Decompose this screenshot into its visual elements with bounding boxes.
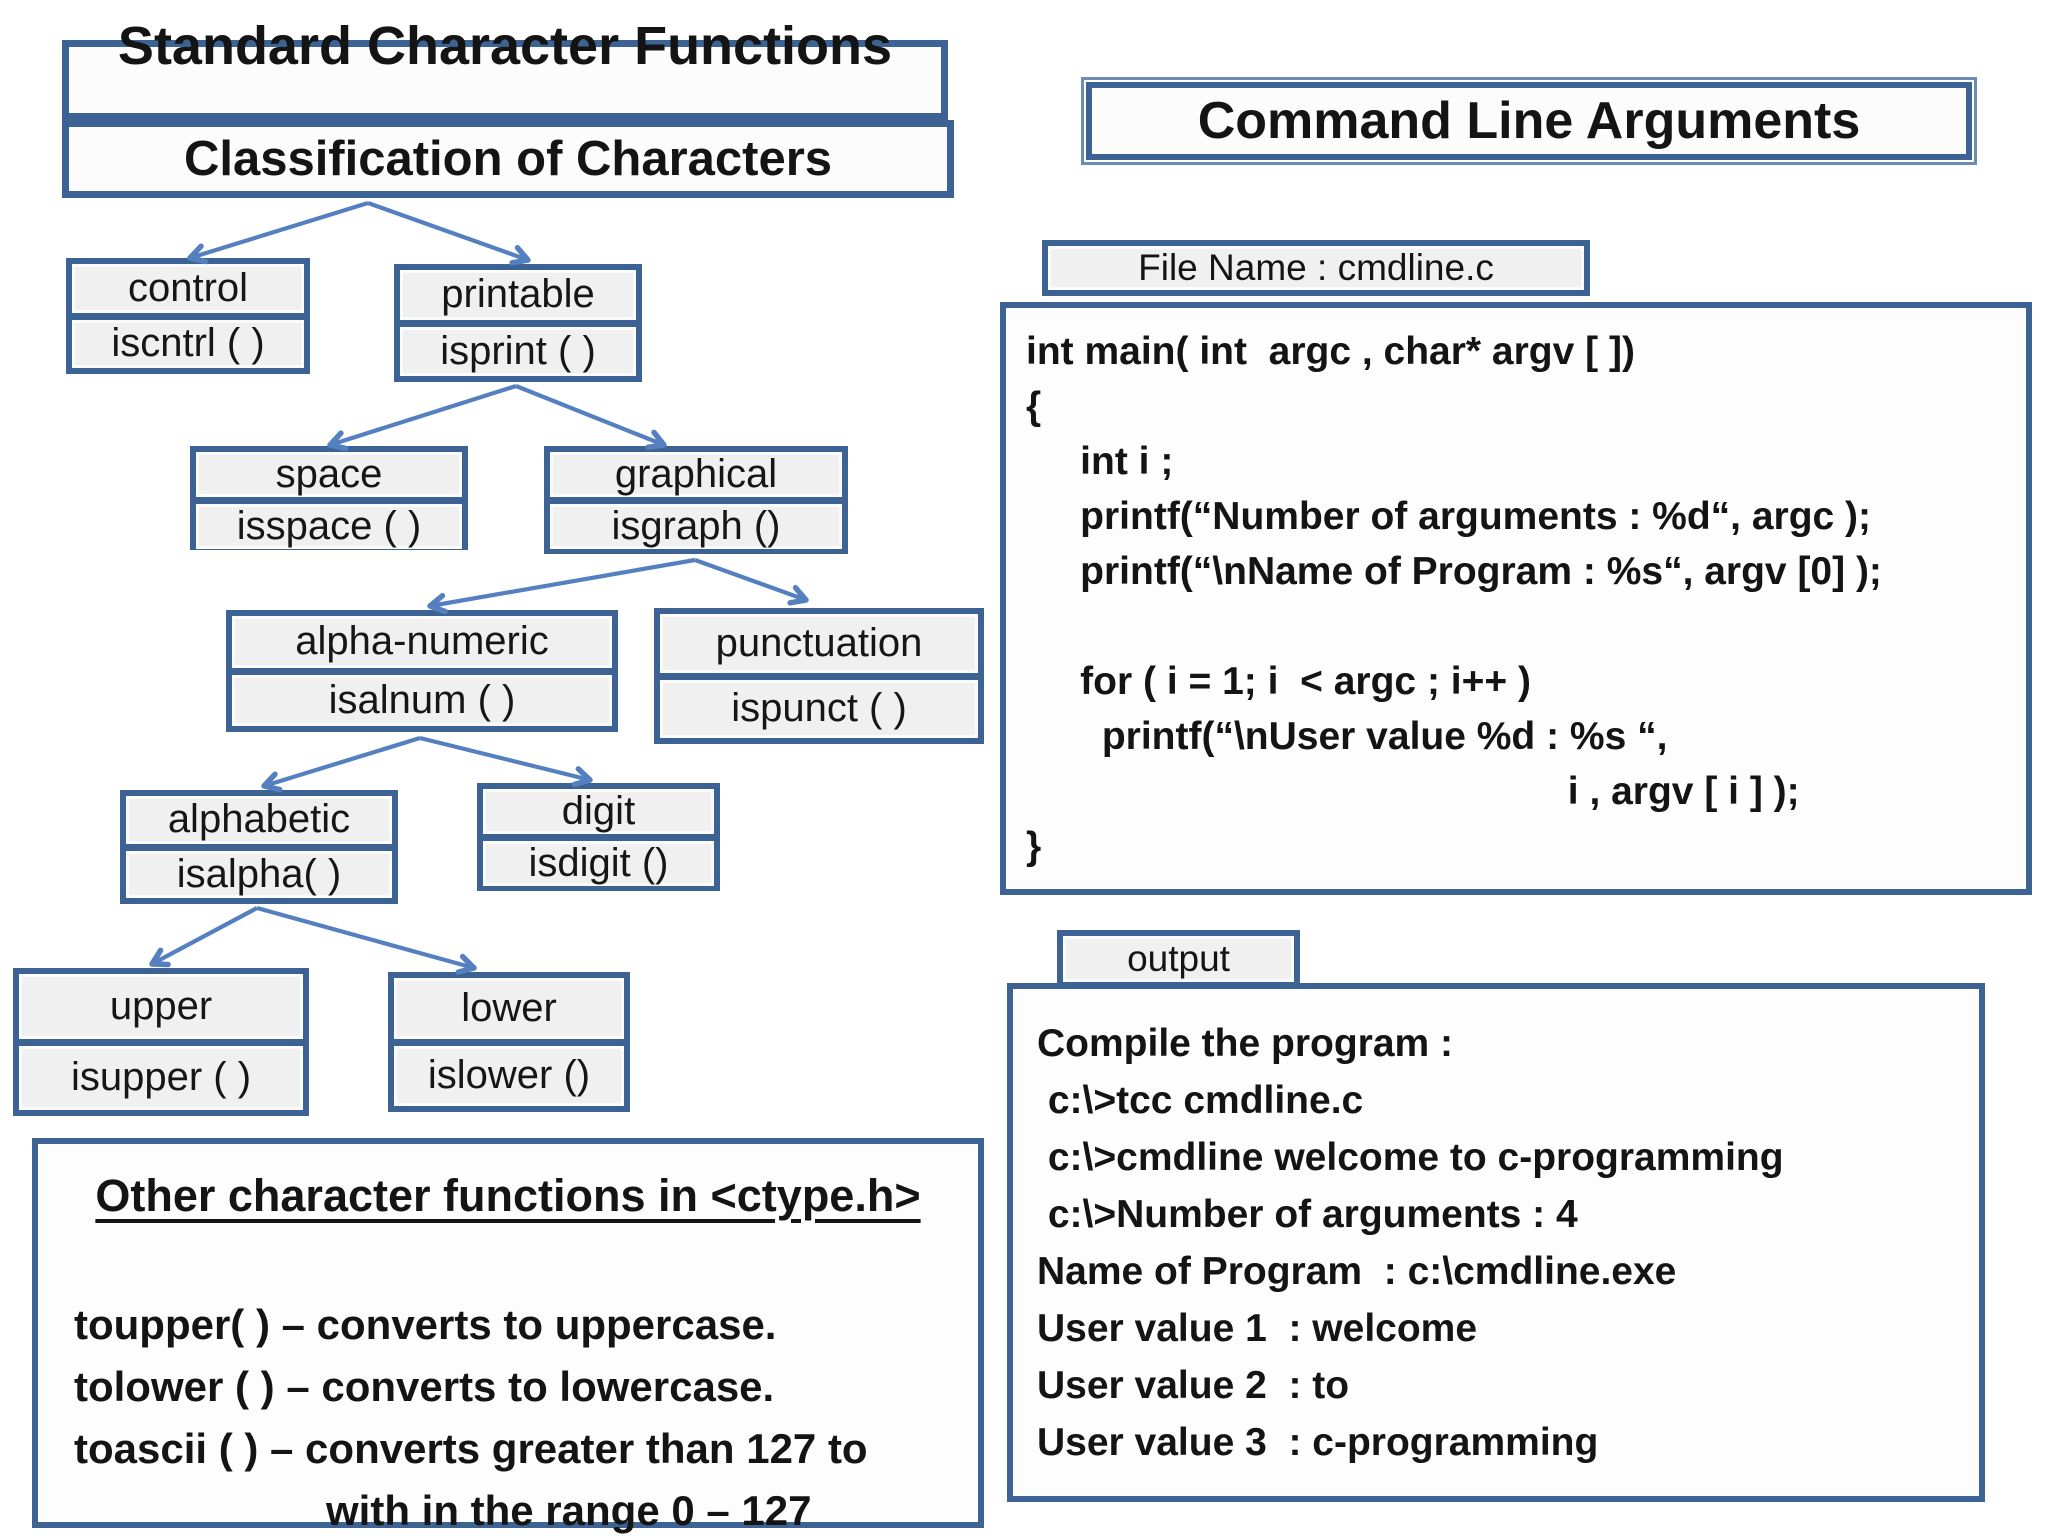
code-line: i , argv [ i ] );: [1026, 770, 1800, 813]
classification-title: Classification of Characters: [183, 132, 833, 186]
tree-node-upper: upper isupper ( ): [13, 968, 309, 1116]
output-line: User value 1 : welcome: [1037, 1307, 1478, 1350]
node-label: punctuation: [660, 614, 978, 673]
code-line: for ( i = 1; i < argc ; i++ ): [1026, 660, 1531, 703]
tree-node-alpha-numeric: alpha-numeric isalnum ( ): [226, 610, 618, 732]
other-function-toascii-cont: with in the range 0 – 127: [326, 1487, 812, 1534]
command-line-arguments-title: Command Line Arguments: [1197, 92, 1861, 150]
code-line: printf(“\nName of Program : %s“, argv [0…: [1026, 550, 1882, 593]
code-line: printf(“Number of arguments : %d“, argc …: [1026, 495, 1872, 538]
file-name-label: File Name : cmdline.c: [1042, 240, 1590, 296]
page-title: Standard Character Functions: [117, 16, 893, 76]
node-func: isprint ( ): [400, 326, 636, 376]
tree-node-graphical: graphical isgraph (): [544, 446, 848, 554]
node-func: isdigit (): [483, 841, 714, 886]
code-line: int main( int argc , char* argv [ ]): [1026, 330, 1635, 373]
title-box-standard-character-functions: Standard Character Functions: [62, 16, 948, 120]
other-functions-title: Other character functions in <ctype.h>: [95, 1170, 921, 1221]
code-line: printf(“\nUser value %d : %s “,: [1026, 715, 1668, 758]
tree-node-digit: digit isdigit (): [477, 783, 720, 891]
other-function-tolower: tolower ( ) – converts to lowercase.: [74, 1363, 775, 1410]
tree-node-punctuation: punctuation ispunct ( ): [654, 608, 984, 744]
other-function-toupper: toupper( ) – converts to uppercase.: [74, 1301, 777, 1348]
node-func: isspace ( ): [196, 504, 462, 549]
node-func: ispunct ( ): [660, 679, 978, 738]
node-label: alpha-numeric: [232, 616, 612, 668]
output-tab: output: [1057, 930, 1300, 988]
title-box-classification-of-characters: Classification of Characters: [62, 120, 954, 198]
output-box: Compile the program : c:\>tcc cmdline.c …: [1007, 983, 1985, 1502]
other-function-toascii: toascii ( ) – converts greater than 127 …: [74, 1425, 868, 1472]
output-line: User value 3 : c-programming: [1037, 1421, 1599, 1464]
tree-node-control: control iscntrl ( ): [66, 258, 310, 374]
title-box-command-line-arguments: Command Line Arguments: [1081, 77, 1977, 165]
tree-node-alphabetic: alphabetic isalpha( ): [120, 790, 398, 904]
output-line: User value 2 : to: [1037, 1364, 1350, 1407]
code-line: int i ;: [1026, 440, 1174, 483]
code-box: int main( int argc , char* argv [ ]) { i…: [1000, 302, 2032, 895]
node-func: islower (): [394, 1045, 624, 1106]
tree-node-printable: printable isprint ( ): [394, 264, 642, 382]
output-tab-text: output: [1127, 938, 1230, 979]
output-line: Compile the program :: [1037, 1022, 1454, 1065]
node-func: isalpha( ): [126, 850, 392, 898]
node-label: digit: [483, 789, 714, 834]
node-func: isupper ( ): [19, 1045, 303, 1110]
node-func: iscntrl ( ): [72, 319, 304, 368]
node-label: lower: [394, 978, 624, 1039]
code-line: [1026, 599, 2006, 654]
node-label: alphabetic: [126, 796, 392, 844]
tree-node-lower: lower islower (): [388, 972, 630, 1112]
node-label: printable: [400, 270, 636, 320]
node-label: graphical: [550, 452, 842, 497]
tree-node-space: space isspace ( ): [190, 446, 468, 550]
code-line: {: [1026, 385, 1042, 428]
node-label: upper: [19, 974, 303, 1039]
output-line: c:\>tcc cmdline.c: [1037, 1079, 1364, 1122]
file-name-text: File Name : cmdline.c: [1138, 247, 1494, 288]
node-label: space: [196, 452, 462, 497]
output-line: c:\>Number of arguments : 4: [1037, 1193, 1578, 1236]
node-func: isgraph (): [550, 504, 842, 549]
other-character-functions-box: Other character functions in <ctype.h> t…: [32, 1138, 984, 1534]
output-line: c:\>cmdline welcome to c-programming: [1037, 1136, 1784, 1179]
node-label: control: [72, 264, 304, 313]
code-line: }: [1026, 825, 1042, 868]
node-func: isalnum ( ): [232, 674, 612, 726]
other-functions-list: toupper( ) – converts to uppercase. tolo…: [74, 1294, 978, 1536]
output-line: Name of Program : c:\cmdline.exe: [1037, 1250, 1677, 1293]
